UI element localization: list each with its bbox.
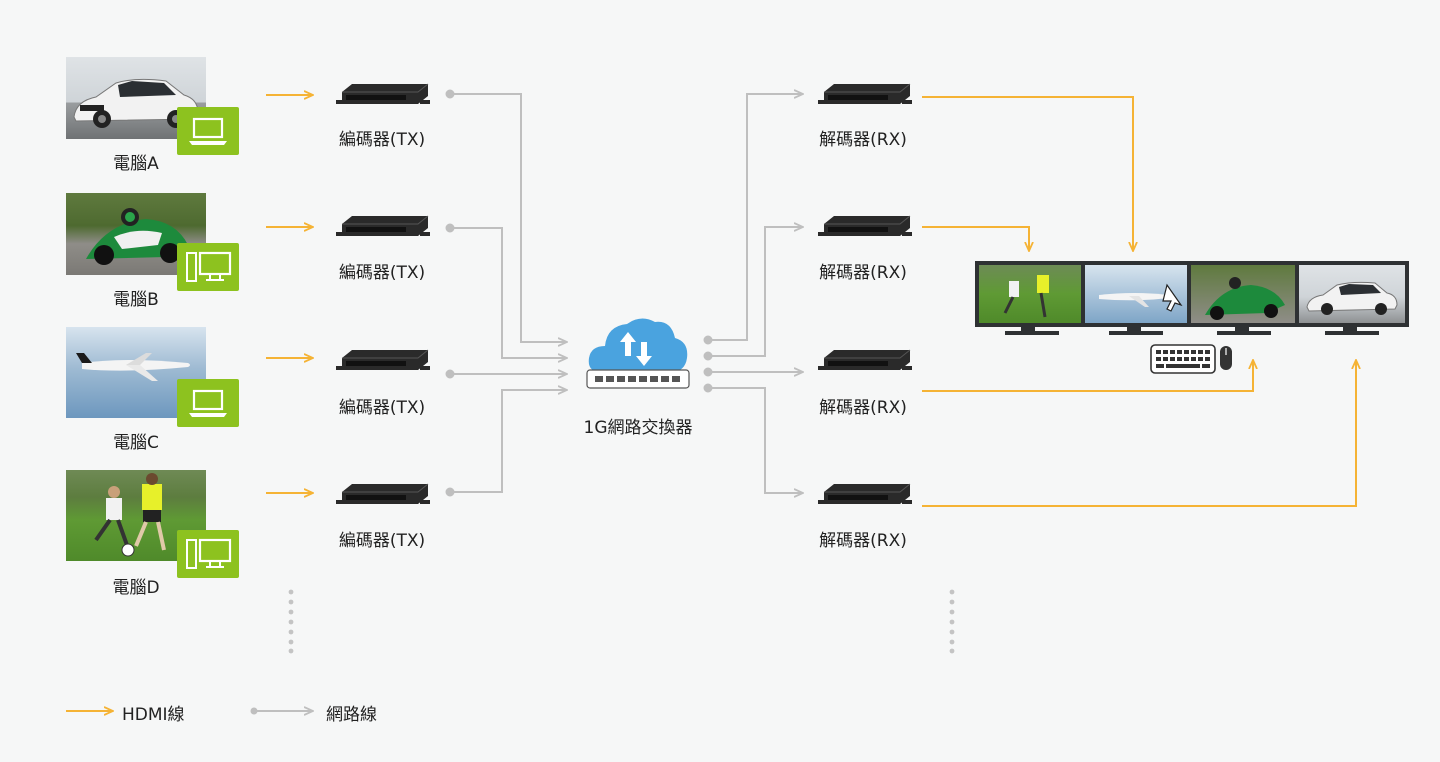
- monitor-stands: [1005, 327, 1379, 335]
- monitor-screen-plane: [1085, 265, 1187, 323]
- monitor-screen-motorbike: [1191, 265, 1295, 323]
- net-line-tx4: [450, 390, 566, 493]
- encoder-device-icon: [336, 214, 430, 240]
- keyboard-icon: [1150, 344, 1216, 374]
- hdmi-out-4: [922, 361, 1356, 507]
- mouse-icon: [1219, 345, 1233, 371]
- switch-label: 1G網路交換器: [583, 418, 693, 438]
- hdmi-out-2: [922, 226, 1029, 250]
- desktop-icon: [177, 243, 239, 291]
- hdmi-out-3: [922, 361, 1253, 392]
- computer-a-label: 電腦A: [113, 154, 159, 174]
- more-dots: [288, 589, 955, 654]
- legend-network-label: 網路線: [326, 705, 377, 725]
- mouse-cursor-icon: [1162, 283, 1183, 312]
- net-line-rx1: [708, 94, 802, 341]
- monitor-screen-soccer: [979, 265, 1081, 323]
- decoder-label: 解碼器(RX): [819, 130, 907, 150]
- encoder-device-icon: [336, 482, 430, 508]
- net-line-rx2: [708, 227, 802, 357]
- net-line-rx4: [708, 387, 802, 493]
- legend-hdmi-label: HDMI線: [122, 705, 185, 725]
- desktop-icon: [177, 530, 239, 578]
- encoder-label: 編碼器(TX): [338, 398, 426, 418]
- decoder-label: 解碼器(RX): [819, 263, 907, 283]
- net-line-tx1: [450, 93, 566, 342]
- decoder-device-icon: [818, 82, 912, 108]
- laptop-icon: [177, 107, 239, 155]
- encoder-label: 編碼器(TX): [338, 263, 426, 283]
- decoder-device-icon: [818, 482, 912, 508]
- video-wall: [975, 261, 1409, 327]
- computer-b-label: 電腦B: [113, 290, 159, 310]
- laptop-icon: [177, 379, 239, 427]
- monitor-screen-car: [1299, 265, 1405, 323]
- cloud-switch-icon: [585, 312, 691, 392]
- decoder-device-icon: [818, 348, 912, 374]
- decoder-label: 解碼器(RX): [819, 398, 907, 418]
- hdmi-out-1: [922, 96, 1133, 250]
- encoder-device-icon: [336, 82, 430, 108]
- net-line-tx2: [450, 227, 566, 358]
- decoder-device-icon: [818, 214, 912, 240]
- encoder-device-icon: [336, 348, 430, 374]
- computer-d-label: 電腦D: [112, 578, 160, 598]
- encoder-label: 編碼器(TX): [338, 130, 426, 150]
- computer-c-label: 電腦C: [113, 433, 159, 453]
- encoder-label: 編碼器(TX): [338, 531, 426, 551]
- decoder-label: 解碼器(RX): [819, 531, 907, 551]
